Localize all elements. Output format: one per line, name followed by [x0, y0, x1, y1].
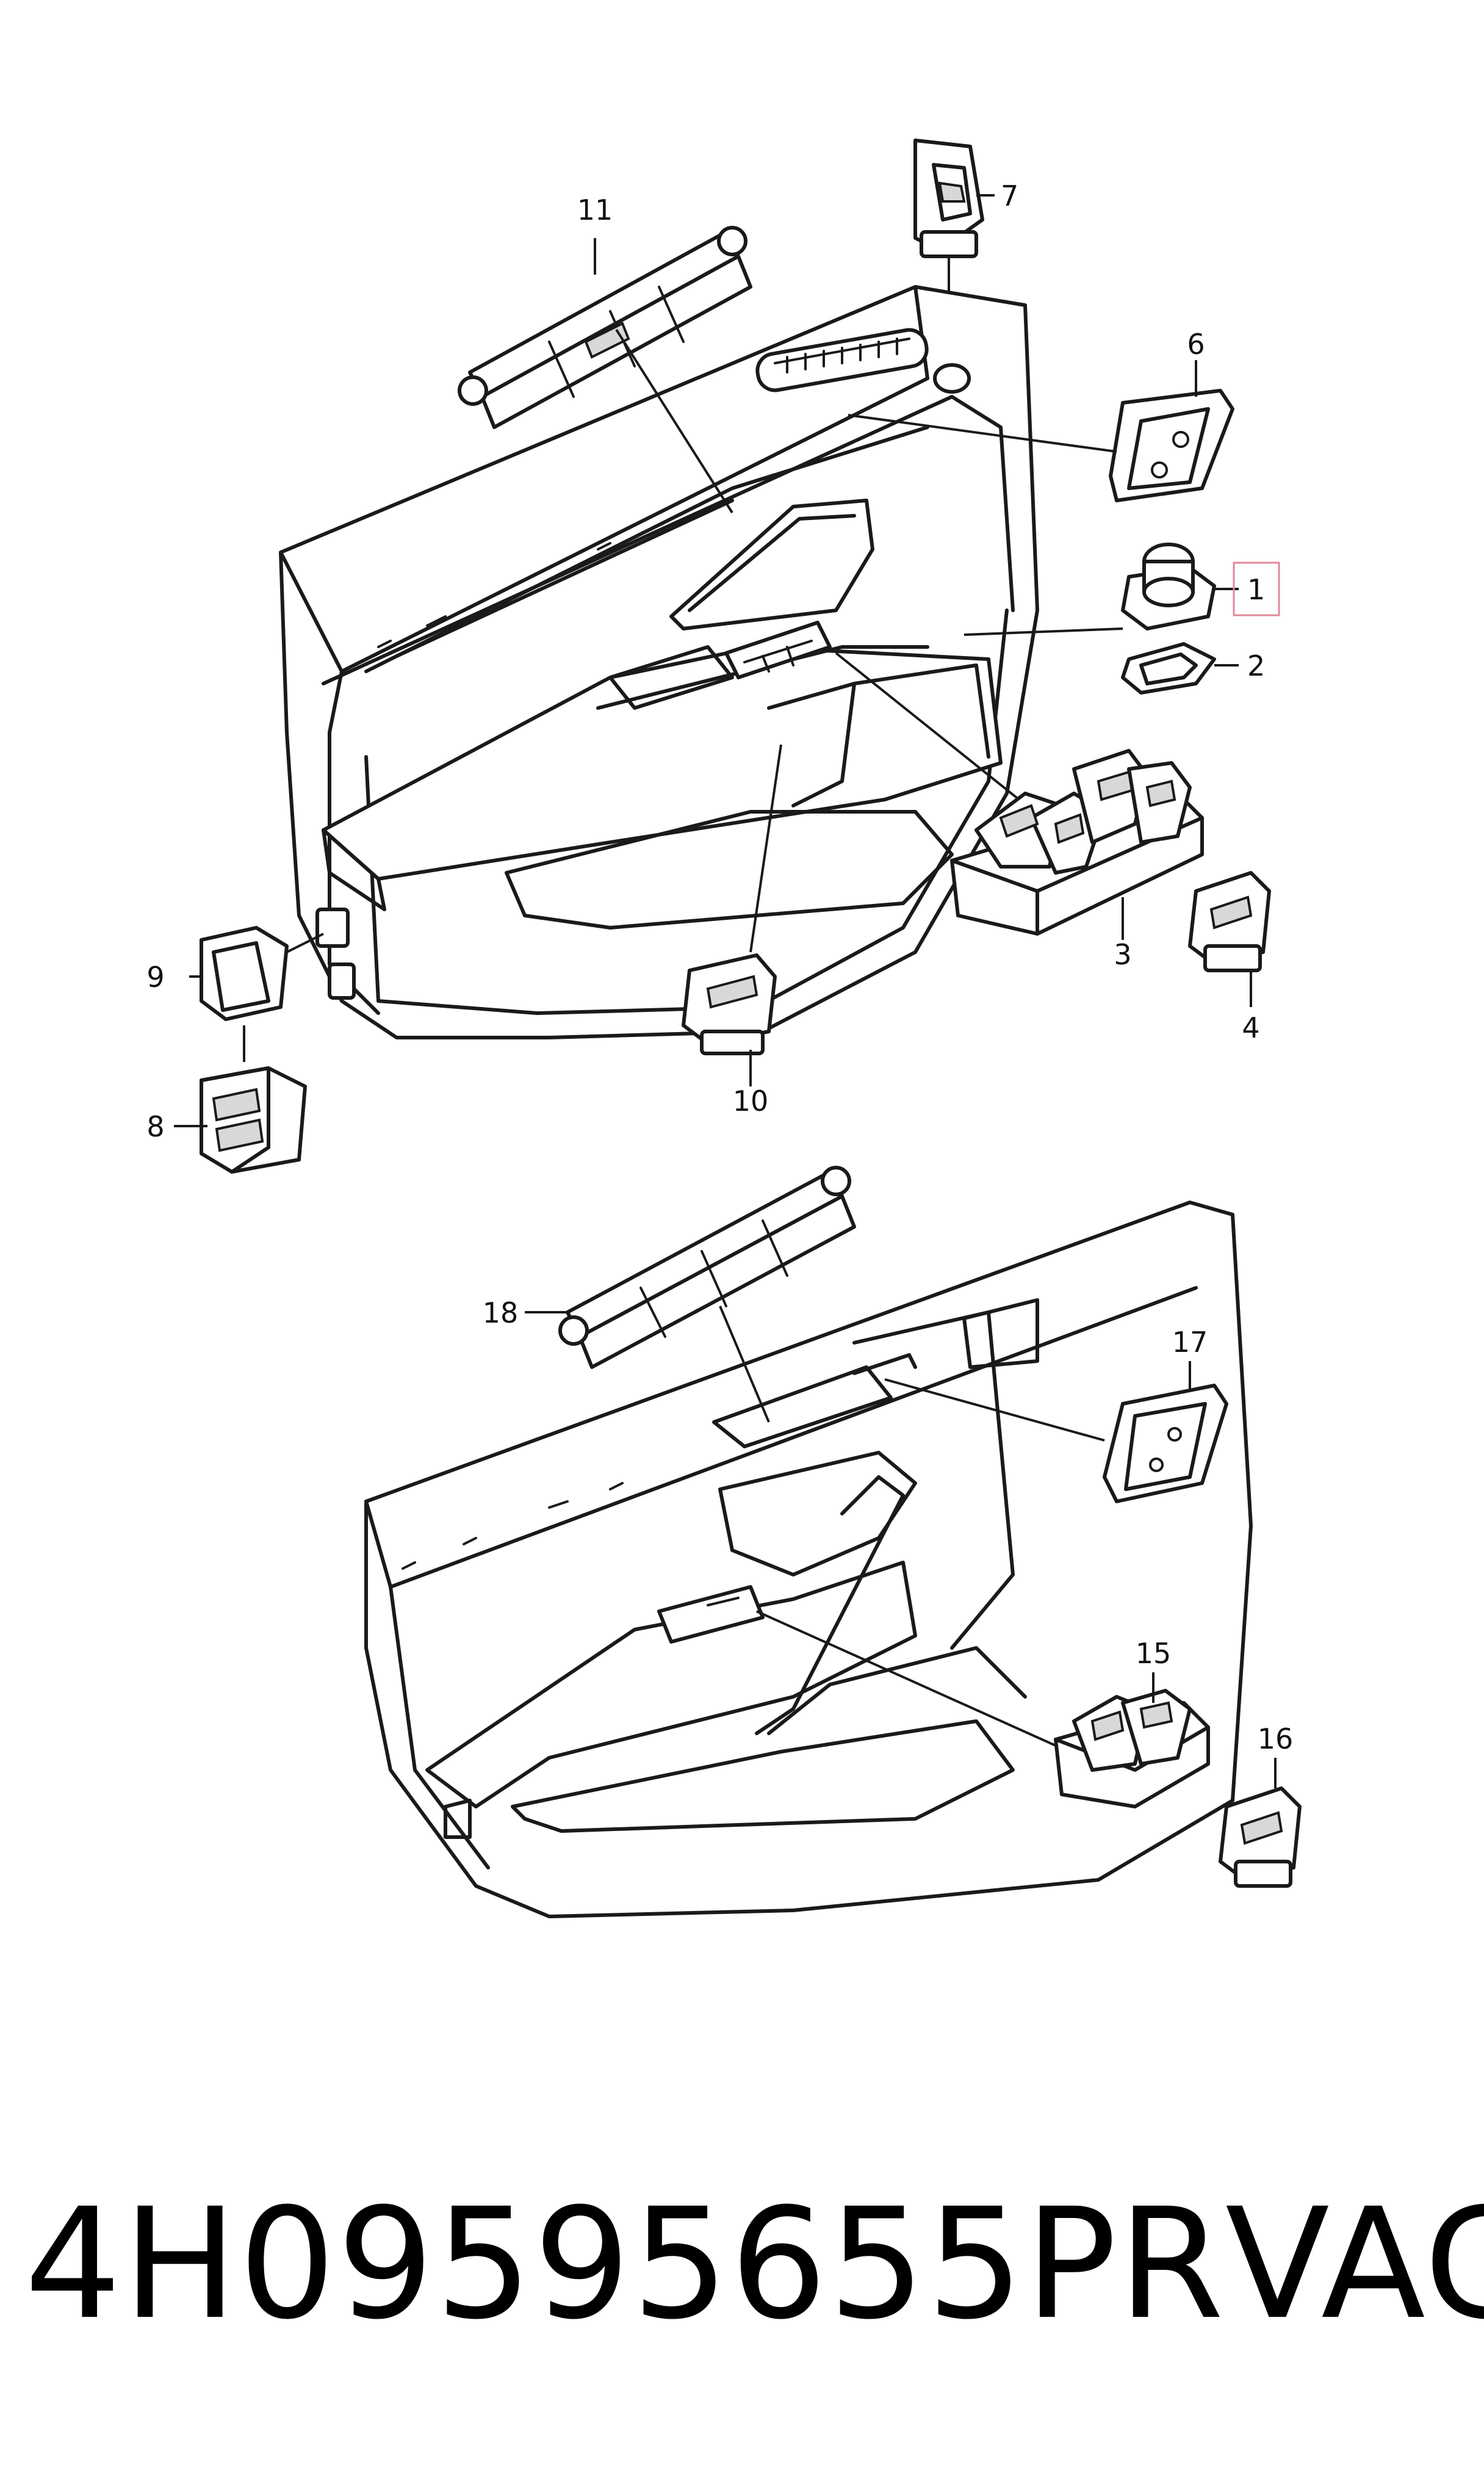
part-17-switch [1103, 1384, 1228, 1503]
callout-1-highlight [1233, 562, 1280, 616]
part-15-window-switch-block [1054, 1689, 1210, 1808]
callout-3: 3 [1114, 938, 1131, 971]
callout-8: 8 [146, 1110, 164, 1143]
part-1-mirror-adjuster [1121, 543, 1216, 630]
callout-10: 10 [733, 1085, 769, 1118]
part-7-switch [913, 139, 984, 258]
callout-15: 15 [1136, 1637, 1172, 1670]
rear-door-panel [364, 1201, 1253, 1918]
footer: 4H09595655PR VAG [24, 2175, 1484, 2353]
exploded-parts-diagram: 11 7 6 1 2 3 4 9 8 10 18 17 15 16 [146, 139, 1302, 1918]
callout-17: 17 [1172, 1326, 1208, 1359]
part-9-switch-frame [200, 926, 289, 1021]
front-door-panel [279, 285, 1039, 1039]
callout-18: 18 [483, 1296, 519, 1329]
part-18-memory-switch-strip [558, 1166, 856, 1369]
part-8-switch-block [200, 1066, 307, 1174]
callout-2: 2 [1247, 649, 1265, 682]
part-number: 4H09595655PR [24, 2175, 1225, 2353]
callout-4: 4 [1242, 1011, 1259, 1044]
part-4-switch [1188, 871, 1271, 972]
callout-1: 1 [1247, 573, 1265, 606]
callout-labels: 11 7 6 1 2 3 4 9 8 10 18 17 15 16 [146, 179, 1293, 1755]
part-6-switch [1109, 389, 1234, 502]
callout-7: 7 [1001, 179, 1018, 212]
part-3-window-switch-block [950, 749, 1204, 936]
callout-9: 9 [146, 961, 164, 994]
callout-6: 6 [1187, 328, 1205, 361]
part-10-switch [682, 953, 777, 1055]
leader-lines [174, 194, 1277, 1788]
brand-label: VAG [1225, 2175, 1484, 2353]
part-2-frame [1121, 642, 1216, 695]
callout-11: 11 [577, 193, 613, 226]
part-16-switch [1219, 1786, 1302, 1888]
callout-16: 16 [1258, 1722, 1294, 1755]
